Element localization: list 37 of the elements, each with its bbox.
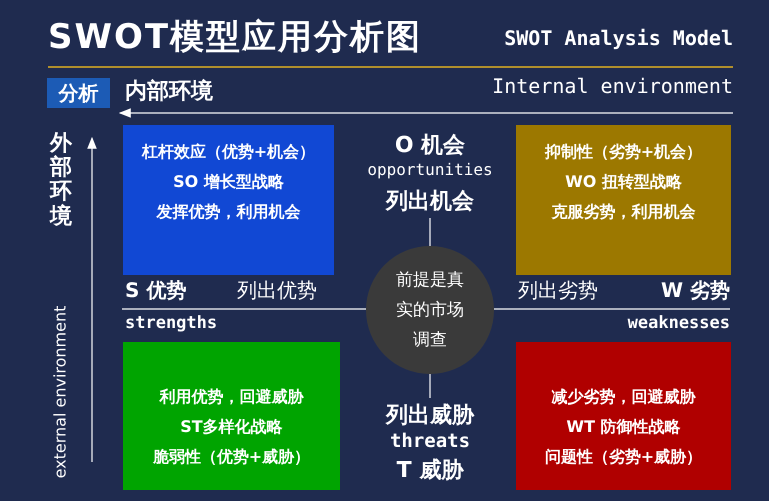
quadrant-heading: 列出优势 <box>237 277 317 304</box>
box-text: SO 增长型战略 <box>173 171 284 193</box>
quadrant-heading: strengths <box>125 313 218 333</box>
section-heading: Internal environment <box>492 74 733 98</box>
box-text: WT 防御性战略 <box>566 416 681 438</box>
tag-box <box>47 78 110 108</box>
quadrant-heading: weaknesses <box>628 313 730 333</box>
quadrant-heading: S 优势 <box>125 277 186 304</box>
box-text: 克服劣势，利用机会 <box>552 201 696 223</box>
quadrant-heading: W 劣势 <box>660 277 730 304</box>
subtitle: SWOT Analysis Model <box>504 26 733 50</box>
quadrant-heading: O 机会 <box>394 132 466 160</box>
box-text: 杠杆效应（优势+机会） <box>142 141 316 163</box>
box-text: 分析 <box>58 80 98 107</box>
box-text: WO 扭转型战略 <box>565 171 682 193</box>
strategy-box <box>123 125 334 275</box>
strategy-box <box>123 342 340 490</box>
quadrant-heading: 列出机会 <box>386 188 474 216</box>
strategy-box <box>516 342 731 490</box>
title: SWOT模型应用分析图 <box>48 16 422 59</box>
box-text: 问题性（劣势+威胁） <box>544 446 702 468</box>
box-text: 抑制性（劣势+机会） <box>544 141 702 163</box>
box-text: 发挥优势，利用机会 <box>156 201 300 223</box>
quadrant-heading: 列出劣势 <box>518 277 598 304</box>
box-text: ST多样化战略 <box>180 416 283 438</box>
box-text: 脆弱性（优势+威胁） <box>152 446 310 468</box>
axis-title: 外部环境 <box>50 132 72 229</box>
axis-title: external environment <box>50 306 70 478</box>
quadrant-heading: T 威胁 <box>396 457 464 485</box>
quadrant-heading: threats <box>390 430 470 452</box>
section-heading: 内部环境 <box>125 78 213 106</box>
strategy-box <box>516 125 731 275</box>
box-text: 利用优势，回避威胁 <box>160 386 304 408</box>
circle-text: 前提是真实的市场调查 <box>395 269 465 352</box>
box-text: 减少劣势，回避威胁 <box>552 386 696 408</box>
quadrant-heading: 列出威胁 <box>386 402 474 430</box>
quadrant-heading: opportunities <box>367 160 493 179</box>
